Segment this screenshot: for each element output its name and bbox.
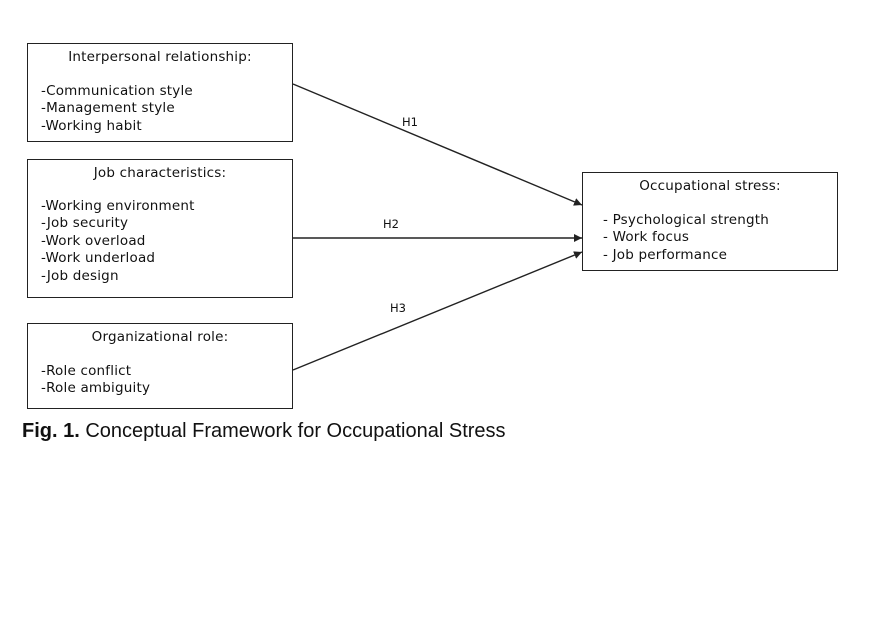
interpersonal-relationship-box: Interpersonal relationship: -Communicati… (27, 43, 293, 142)
organizational-role-box: Organizational role: -Role conflict -Rol… (27, 323, 293, 409)
job-characteristics-title: Job characteristics: (93, 165, 227, 181)
list-item: -Working habit (41, 117, 142, 134)
list-item: -Job security (41, 215, 129, 231)
figure-caption: Fig. 1. Conceptual Framework for Occupat… (22, 420, 506, 443)
list-item: -Role ambiguity (41, 380, 151, 396)
list-item: - Work focus (603, 229, 690, 245)
occupational-stress-title: Occupational stress: (639, 178, 781, 194)
organizational-role-list: -Role conflict -Role ambiguity (28, 363, 292, 398)
label-h3: H3 (390, 301, 406, 315)
label-h1: H1 (402, 115, 418, 129)
list-item: -Job design (41, 267, 119, 284)
label-h2: H2 (383, 217, 399, 231)
job-characteristics-list: -Working environment -Job security -Work… (28, 198, 292, 286)
arrow-h1 (292, 83, 583, 206)
caption-label: Fig. 1. (22, 420, 80, 442)
list-item: -Communication style (41, 82, 193, 99)
caption-text: Conceptual Framework for Occupational St… (85, 420, 506, 442)
interpersonal-relationship-title: Interpersonal relationship: (68, 49, 252, 65)
list-item: -Work underload (41, 250, 156, 266)
interpersonal-relationship-list: -Communication style -Management style -… (28, 83, 292, 136)
arrow-h3 (292, 251, 583, 371)
list-item: -Role conflict (41, 362, 132, 379)
organizational-role-title: Organizational role: (91, 329, 229, 345)
occupational-stress-list: - Psychological strength - Work focus - … (583, 212, 837, 265)
list-item: -Work overload (41, 232, 146, 249)
occupational-stress-box: Occupational stress: - Psychological str… (582, 172, 838, 271)
job-characteristics-box: Job characteristics: -Working environmen… (27, 159, 293, 298)
list-item: - Job performance (603, 246, 728, 263)
list-item: - Psychological strength (603, 211, 770, 228)
list-item: -Management style (41, 100, 175, 116)
list-item: -Working environment (41, 197, 195, 214)
